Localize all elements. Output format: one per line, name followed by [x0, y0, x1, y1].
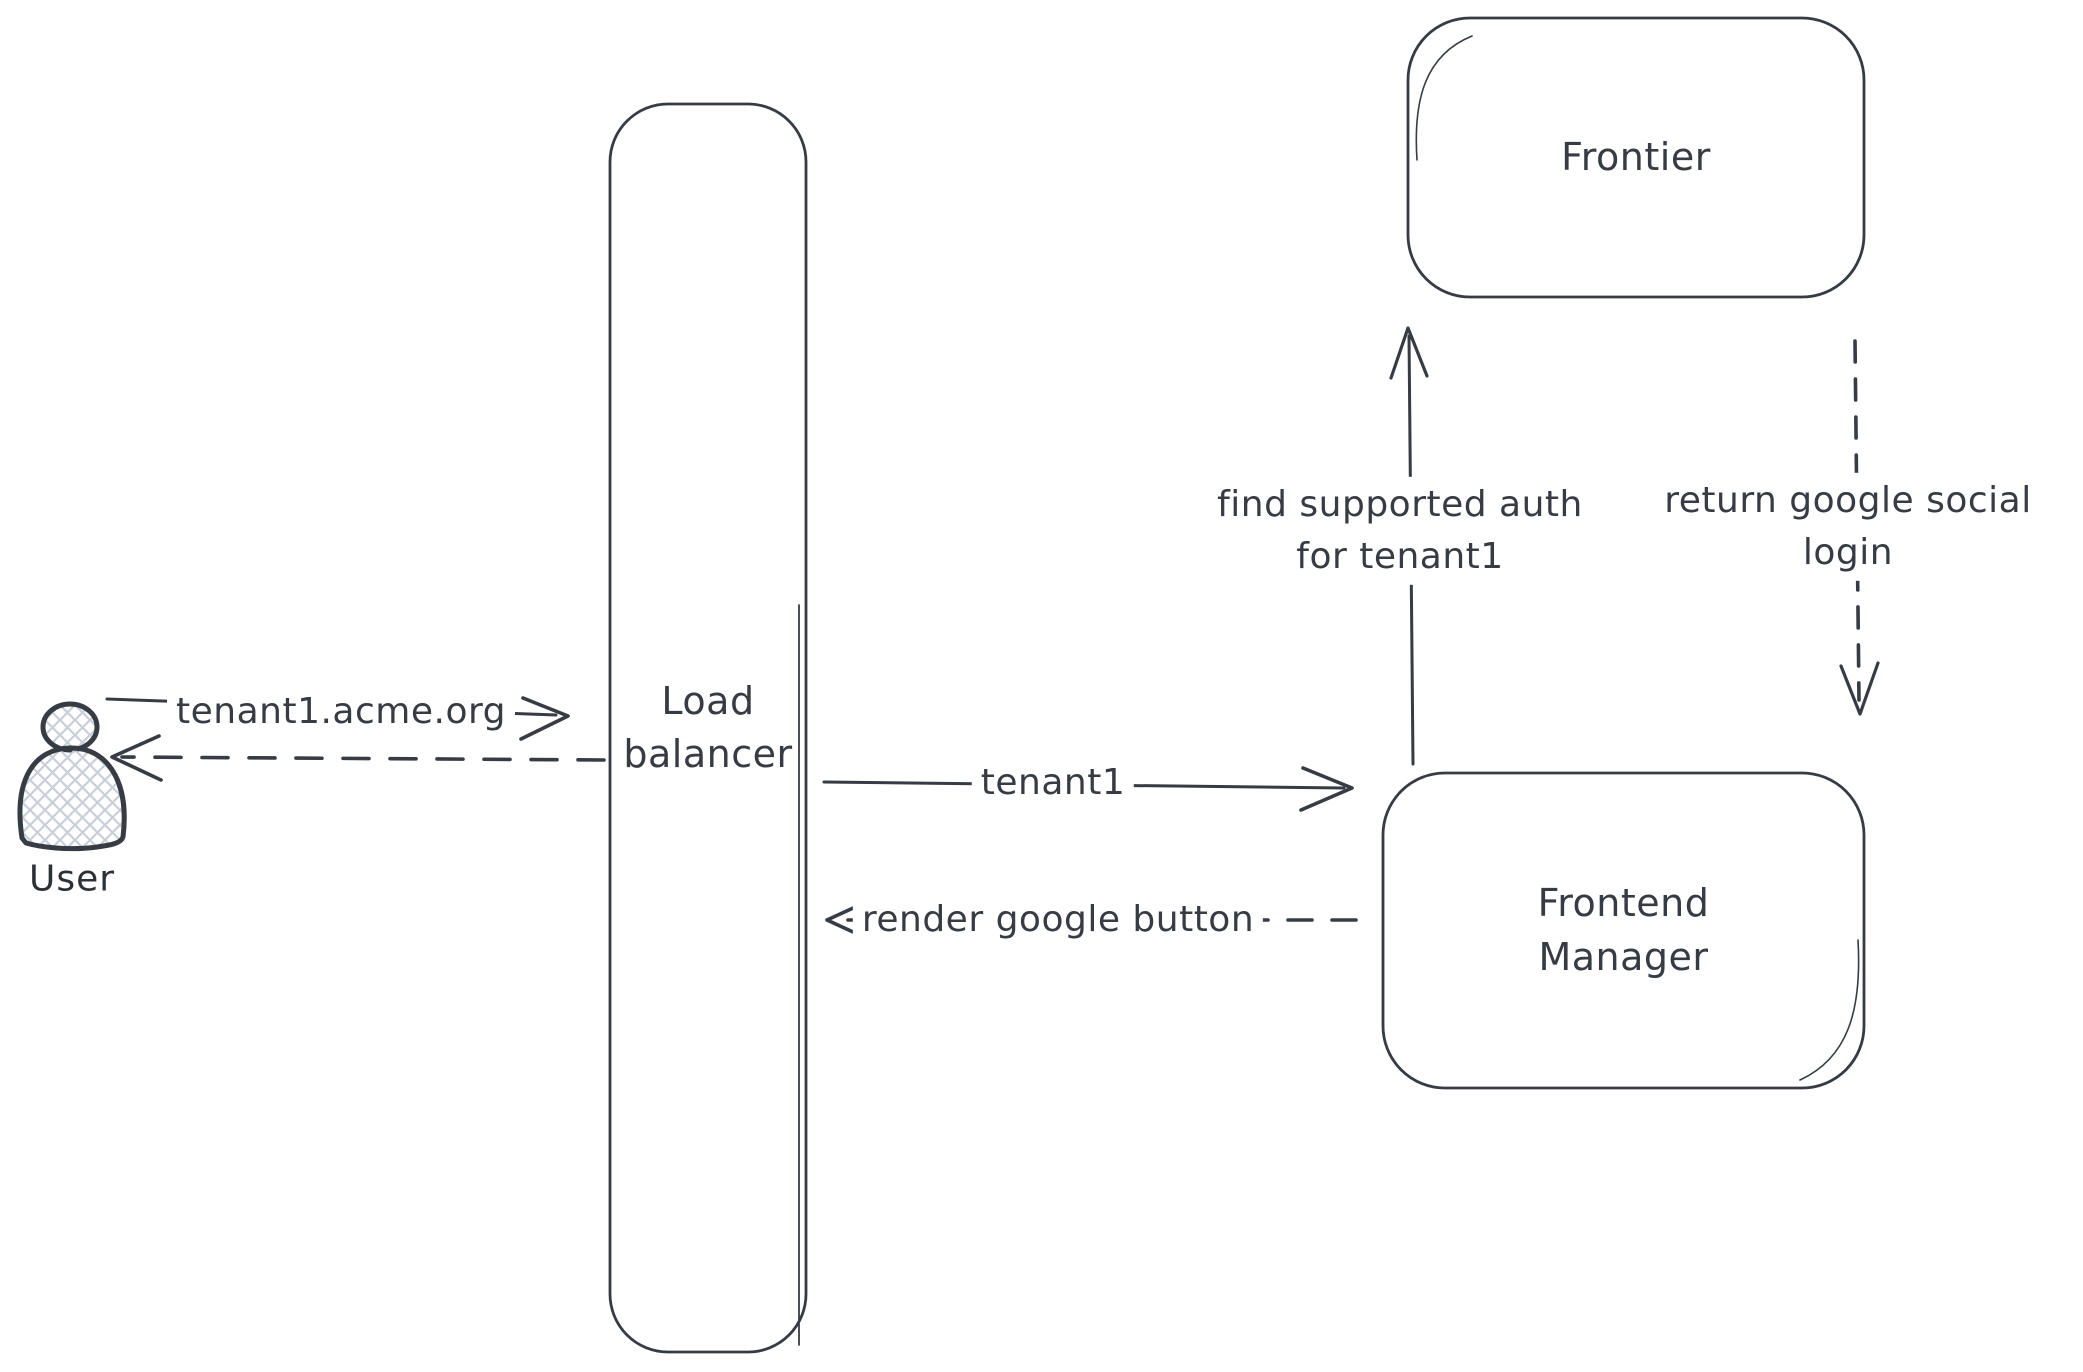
node-load-balancer-box — [608, 102, 808, 1354]
user-icon — [17, 701, 127, 852]
edge-fm-to-lb-label: render google button — [852, 891, 1264, 949]
node-frontend-manager-box — [1381, 771, 1866, 1090]
edge-frontier-to-fm-arrow — [1839, 339, 1880, 716]
node-frontier-box — [1406, 16, 1866, 299]
edge-frontier-to-fm-label: return google social login — [1629, 472, 2067, 582]
edge-fm-to-frontier-label: find supported auth for tenant1 — [1198, 476, 1602, 586]
node-user-label: User — [28, 858, 116, 900]
edge-lb-response-arrow — [110, 734, 606, 782]
edge-lb-to-fm-label: tenant1 — [971, 754, 1135, 812]
edge-user-request-label: tenant1.acme.org — [167, 683, 515, 741]
